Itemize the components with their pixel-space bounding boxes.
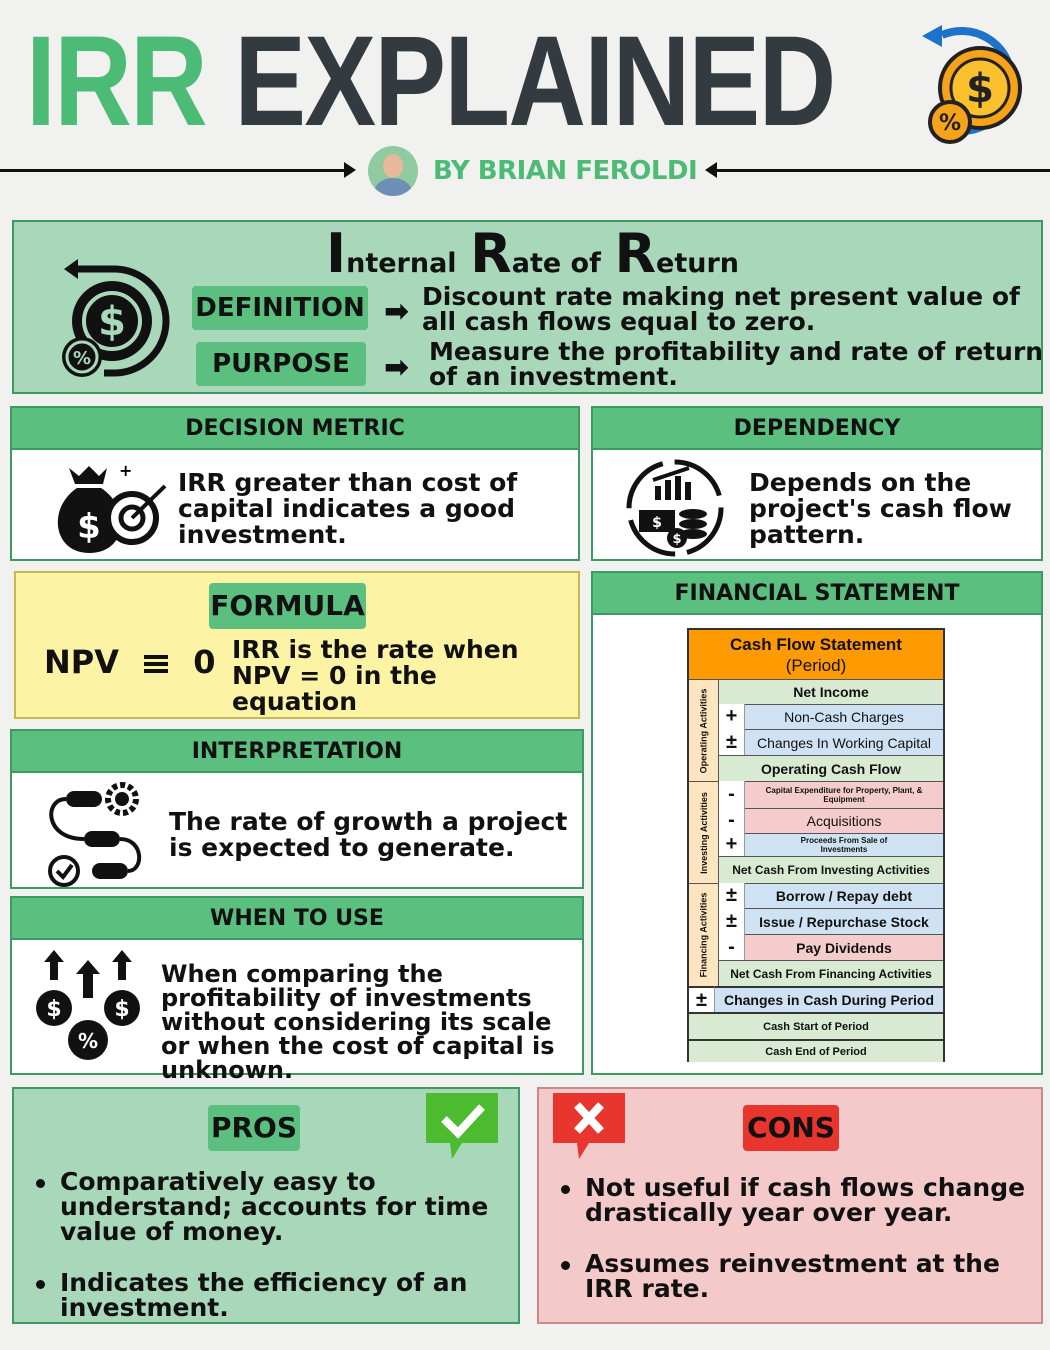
section-financing: Financing Activities bbox=[689, 883, 719, 986]
equals-icon bbox=[144, 655, 169, 673]
decision-metric-text: IRR greater than cost of capital indicat… bbox=[178, 468, 518, 549]
table-row: Changes In Working Capital bbox=[745, 729, 943, 755]
table-row: Operating Cash Flow bbox=[719, 755, 943, 781]
financial-statement-title: FINANCIAL STATEMENT bbox=[593, 573, 1041, 615]
decision-metric-panel: DECISION METRIC $ + IRR greater than cos… bbox=[10, 406, 580, 561]
growth-path-icon bbox=[48, 782, 142, 887]
plus-minus-icon: ± bbox=[719, 908, 745, 934]
svg-text:%: % bbox=[73, 348, 91, 369]
interpretation-title: INTERPRETATION bbox=[12, 731, 582, 773]
formula-text: IRR is the rate when NPV = 0 in the equa… bbox=[232, 635, 519, 716]
intro-panel: $ % Internal Rate of Return DEFINITION ➡… bbox=[12, 220, 1043, 394]
minus-icon: - bbox=[719, 934, 745, 960]
svg-text:%: % bbox=[78, 1029, 98, 1053]
pros-panel: PROS Comparatively easy to understand; a… bbox=[12, 1087, 520, 1324]
formula-title: FORMULA bbox=[209, 583, 366, 629]
formula-panel: FORMULA NPV 0 IRR is the rate when NPV =… bbox=[14, 571, 580, 719]
formula-equation: NPV 0 bbox=[44, 643, 216, 681]
when-to-use-text: When comparing the profitability of inve… bbox=[161, 960, 555, 1084]
cash-flow-cycle-icon: $ $ bbox=[626, 459, 724, 557]
table-row: Net Cash From Investing Activities bbox=[719, 856, 943, 883]
svg-text:+: + bbox=[119, 461, 132, 480]
byline: BY BRIAN FEROLDI bbox=[433, 156, 698, 186]
page-title: IRR EXPLAINED bbox=[26, 10, 836, 153]
interpretation-panel: INTERPRETATION The rate of growth a proj… bbox=[10, 729, 584, 889]
arrow-left-icon bbox=[705, 162, 717, 178]
svg-text:$: $ bbox=[98, 299, 126, 345]
svg-text:$: $ bbox=[652, 515, 662, 531]
pros-title: PROS bbox=[208, 1105, 300, 1151]
table-row: Proceeds From Sale of Investments bbox=[745, 833, 943, 856]
money-bag-target-icon: $ + bbox=[57, 461, 167, 553]
table-row: Acquisitions bbox=[745, 808, 943, 833]
section-operating: Operating Activities bbox=[689, 679, 719, 781]
intro-heading: Internal Rate of Return bbox=[326, 222, 740, 285]
table-row: Net Income bbox=[719, 679, 943, 704]
minus-icon: - bbox=[719, 808, 745, 833]
money-cycle-icon: $ % bbox=[922, 25, 1022, 144]
arrow-right-icon: ➡ bbox=[384, 350, 410, 385]
svg-text:$: $ bbox=[966, 66, 994, 112]
cons-list: Not useful if cash flows change drastica… bbox=[559, 1175, 1029, 1327]
pros-list: Comparatively easy to understand; accoun… bbox=[34, 1169, 504, 1346]
plus-icon: + bbox=[719, 704, 745, 729]
plus-minus-icon: ± bbox=[719, 883, 745, 908]
table-row: Net Cash From Financing Activities bbox=[719, 960, 943, 986]
table-row: Pay Dividends bbox=[745, 934, 943, 960]
pros-item: Comparatively easy to understand; accoun… bbox=[34, 1169, 504, 1244]
dependency-title: DEPENDENCY bbox=[593, 408, 1041, 450]
table-row: Cash Start of Period bbox=[689, 1012, 943, 1039]
arrow-right-icon bbox=[344, 162, 356, 178]
plus-minus-icon: ± bbox=[689, 986, 715, 1012]
divider-left bbox=[0, 169, 350, 172]
minus-icon: - bbox=[719, 781, 745, 808]
svg-text:$: $ bbox=[114, 997, 129, 1022]
arrow-right-icon: ➡ bbox=[384, 294, 410, 329]
table-row: Changes in Cash During Period bbox=[715, 986, 943, 1012]
dependency-text: Depends on the project's cash flow patte… bbox=[749, 468, 1012, 549]
divider-right bbox=[712, 169, 1050, 172]
when-to-use-panel: WHEN TO USE $ $ % When comparing the pro… bbox=[10, 896, 584, 1082]
pros-item: Indicates the efficiency of an investmen… bbox=[34, 1270, 504, 1320]
cross-icon bbox=[553, 1093, 625, 1159]
svg-text:$: $ bbox=[46, 997, 61, 1022]
investment-growth-icon: $ $ % bbox=[36, 950, 140, 1060]
decision-metric-title: DECISION METRIC bbox=[12, 408, 578, 450]
when-to-use-title: WHEN TO USE bbox=[12, 898, 582, 940]
table-row: Borrow / Repay debt bbox=[745, 883, 943, 908]
cons-item: Not useful if cash flows change drastica… bbox=[559, 1175, 1029, 1225]
svg-text:$: $ bbox=[672, 532, 681, 547]
cons-item: Assumes reinvestment at the IRR rate. bbox=[559, 1251, 1029, 1301]
interpretation-text: The rate of growth a project is expected… bbox=[169, 807, 568, 862]
purpose-label: PURPOSE bbox=[196, 342, 366, 386]
definition-text: Discount rate making net present value o… bbox=[422, 282, 1020, 336]
purpose-text: Measure the profitability and rate of re… bbox=[429, 337, 1044, 391]
cons-panel: CONS Not useful if cash flows change dra… bbox=[537, 1087, 1043, 1324]
table-header: Cash Flow Statement(Period) bbox=[689, 630, 943, 679]
plus-minus-icon: ± bbox=[719, 729, 745, 755]
svg-text:$: $ bbox=[77, 507, 101, 547]
table-row: Cash End of Period bbox=[689, 1039, 943, 1062]
money-return-icon: $ % bbox=[62, 259, 170, 377]
section-investing: Investing Activities bbox=[689, 781, 719, 883]
definition-label: DEFINITION bbox=[192, 286, 368, 330]
cash-flow-statement-table: Cash Flow Statement(Period) Operating Ac… bbox=[687, 628, 945, 1062]
dependency-panel: DEPENDENCY $ $ Depends on the project's … bbox=[591, 406, 1043, 561]
table-row: Non-Cash Charges bbox=[745, 704, 943, 729]
author-avatar bbox=[368, 146, 418, 196]
plus-icon: + bbox=[719, 833, 745, 856]
table-row: Issue / Repurchase Stock bbox=[745, 908, 943, 934]
svg-text:%: % bbox=[939, 111, 961, 136]
checkmark-icon bbox=[426, 1093, 498, 1159]
cons-title: CONS bbox=[743, 1105, 839, 1151]
table-row: Capital Expenditure for Property, Plant,… bbox=[745, 781, 943, 808]
